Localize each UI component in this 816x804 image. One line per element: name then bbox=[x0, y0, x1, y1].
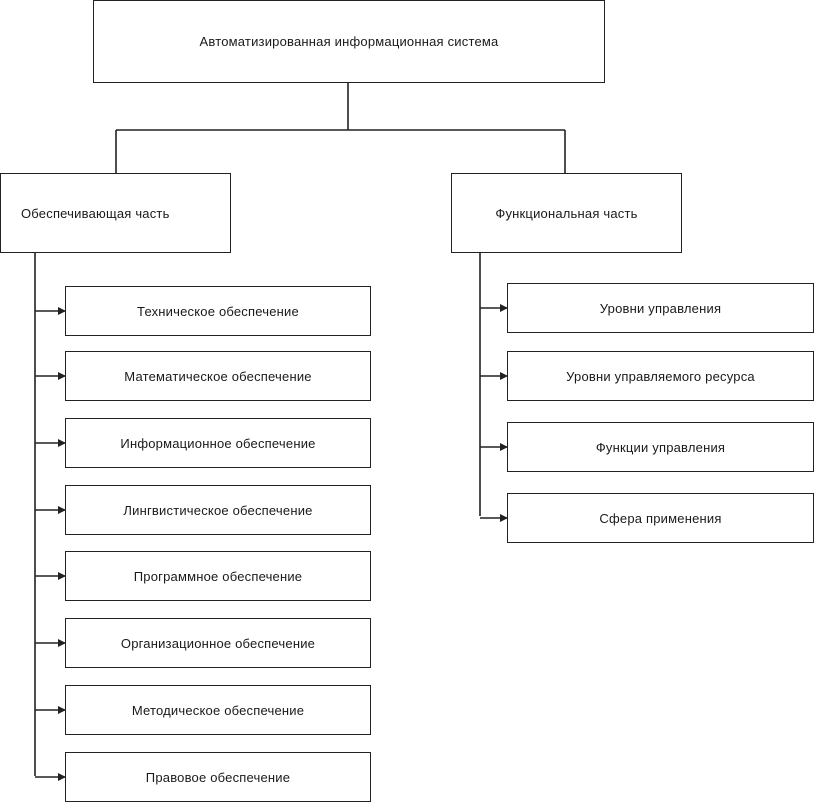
right-branch-box: Функциональная часть bbox=[451, 173, 682, 253]
left-branch-item-label: Правовое обеспечение bbox=[145, 769, 291, 785]
left-branch-item-label: Лингвистическое обеспечение bbox=[123, 502, 313, 518]
right-branch-item-box: Функции управления bbox=[507, 422, 814, 472]
right-branch-item-label: Функции управления bbox=[595, 439, 726, 455]
left-branch-item-box: Математическое обеспечение bbox=[65, 351, 371, 401]
right-branch-label: Функциональная часть bbox=[495, 205, 638, 221]
left-branch-item-box: Информационное обеспечение bbox=[65, 418, 371, 468]
left-branch-item-label: Техническое обеспечение bbox=[137, 303, 299, 319]
left-branch-box: Обеспечивающая часть bbox=[0, 173, 231, 253]
left-branch-item-label: Информационное обеспечение bbox=[120, 435, 316, 451]
right-branch-item-label: Уровни управляемого ресурса bbox=[566, 368, 755, 384]
left-branch-item-label: Программное обеспечение bbox=[133, 568, 303, 584]
right-branch-arrows bbox=[480, 304, 508, 522]
left-branch-item-box: Программное обеспечение bbox=[65, 551, 371, 601]
left-branch-item-box: Техническое обеспечение bbox=[65, 286, 371, 336]
left-branch-item-label: Организационное обеспечение bbox=[120, 635, 316, 651]
left-branch-item-box: Правовое обеспечение bbox=[65, 752, 371, 802]
left-branch-item-label: Математическое обеспечение bbox=[124, 368, 312, 384]
left-branch-item-box: Организационное обеспечение bbox=[65, 618, 371, 668]
right-branch-item-label: Уровни управления bbox=[599, 300, 722, 316]
left-branch-label: Обеспечивающая часть bbox=[21, 205, 170, 221]
right-branch-item-label: Сфера применения bbox=[599, 510, 722, 526]
root-label: Автоматизированная информационная систем… bbox=[199, 34, 499, 49]
left-branch-item-label: Методическое обеспечение bbox=[131, 702, 305, 718]
left-branch-item-box: Лингвистическое обеспечение bbox=[65, 485, 371, 535]
right-branch-item-box: Сфера применения bbox=[507, 493, 814, 543]
left-branch-item-box: Методическое обеспечение bbox=[65, 685, 371, 735]
left-branch-arrows bbox=[35, 307, 66, 781]
right-branch-item-box: Уровни управления bbox=[507, 283, 814, 333]
right-branch-item-box: Уровни управляемого ресурса bbox=[507, 351, 814, 401]
root-box: Автоматизированная информационная систем… bbox=[93, 0, 605, 83]
